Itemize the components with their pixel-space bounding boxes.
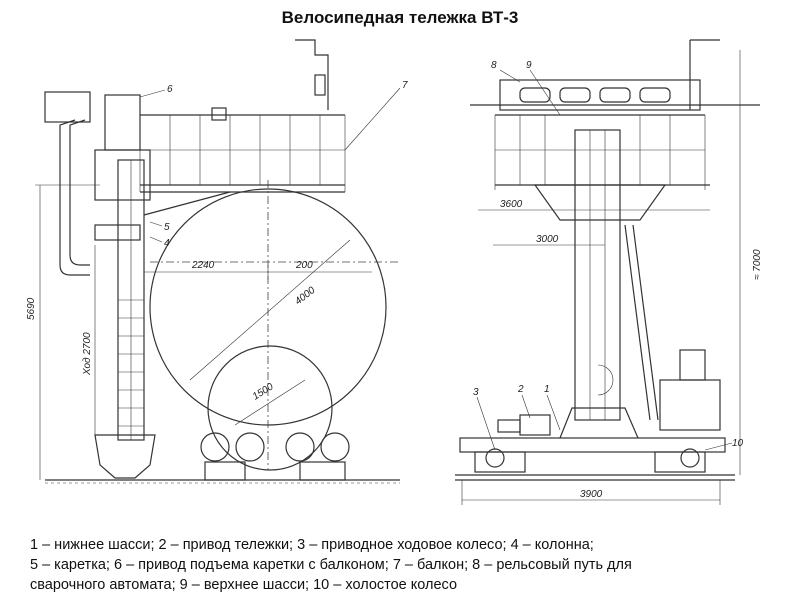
dim-3000: 3000	[536, 234, 559, 245]
page-title: Велосипедная тележка ВТ-3	[281, 8, 519, 27]
callout-1: 1	[544, 384, 550, 395]
legend-caption: 1 – нижнее шасси; 2 – привод тележки; 3 …	[30, 535, 790, 595]
legend-line-2: 5 – каретка; 6 – привод подъема каретки …	[30, 557, 632, 573]
dim-5690: 5690	[26, 297, 37, 320]
dim-2240: 2240	[191, 260, 215, 271]
dim-3900: 3900	[580, 489, 603, 500]
callout-8: 8	[491, 60, 497, 71]
technical-drawing: 5690 Ход 2700 2240 200 4000 1500 6 7 5 4	[26, 39, 763, 505]
callout-10: 10	[732, 438, 744, 449]
column-right	[574, 129, 621, 421]
callout-5: 5	[164, 222, 170, 233]
dim-3600: 3600	[500, 199, 523, 210]
callout-3: 3	[473, 387, 479, 398]
callout-2: 2	[517, 384, 524, 395]
dim-200: 200	[295, 260, 313, 271]
callout-4: 4	[164, 238, 170, 249]
left-view	[35, 39, 401, 484]
small-vessel-circle	[207, 345, 333, 471]
callout-6: 6	[167, 84, 173, 95]
right-view	[455, 39, 760, 505]
dim-7000: ≈ 7000	[752, 249, 763, 280]
callout-7: 7	[402, 80, 408, 91]
dim-4000: 4000	[293, 285, 318, 308]
dim-1500: 1500	[251, 381, 276, 402]
callout-9: 9	[526, 60, 532, 71]
dim-stroke: Ход 2700	[82, 332, 93, 376]
legend-line-1: 1 – нижнее шасси; 2 – привод тележки; 3 …	[30, 537, 594, 553]
legend-line-3: сварочного автомата; 9 – верхнее шасси; …	[30, 577, 458, 593]
